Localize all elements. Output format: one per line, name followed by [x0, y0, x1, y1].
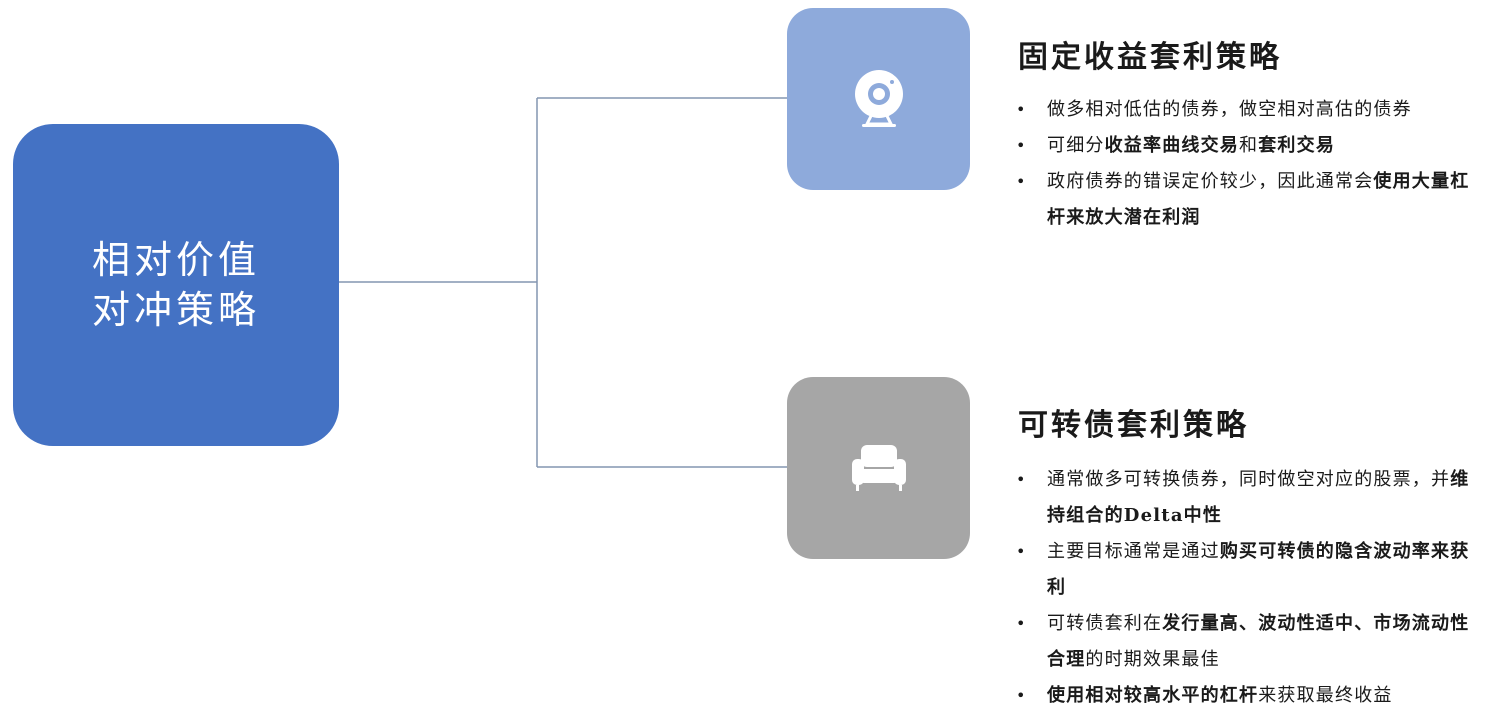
- root-title-line2: 对冲策略: [91, 288, 260, 332]
- convertible-title: 可转债套利策略: [1018, 408, 1249, 443]
- bullet-text: 可转债套利在: [1047, 613, 1163, 634]
- bullet-emphasis: 购买可转债的隐含波动率来获利: [1047, 541, 1470, 598]
- convertible-bullet-2: 主要目标通常是通过购买可转债的隐含波动率来获利: [1016, 534, 1486, 606]
- fixed-income-title: 固定收益套利策略: [1018, 40, 1282, 75]
- webcam-icon: [854, 70, 903, 127]
- bullet-emphasis: 维持组合的Delta中性: [1047, 469, 1470, 526]
- fixed-income-bullet-list: 做多相对低估的债券，做空相对高估的债券 可细分收益率曲线交易和套利交易 政府债券…: [1016, 92, 1486, 236]
- fixed-income-icon-box: [787, 8, 970, 190]
- fixed-income-bullet-3: 政府债券的错误定价较少，因此通常会使用大量杠杆来放大潜在利润: [1016, 164, 1486, 236]
- convertible-bullet-3: 可转债套利在发行量高、波动性适中、市场流动性合理的时期效果最佳: [1016, 606, 1486, 678]
- bullet-emphasis: 使用相对较高水平的杠杆: [1047, 685, 1259, 706]
- bullet-emphasis: 套利交易: [1258, 135, 1336, 156]
- bullet-text: 来获取最终收益: [1258, 685, 1393, 706]
- root-title-line1: 相对价值: [91, 238, 260, 282]
- convertible-bullet-4: 使用相对较高水平的杠杆来获取最终收益: [1016, 678, 1486, 714]
- bullet-emphasis: 发行量高、波动性适中、市场流动性合理: [1047, 613, 1470, 670]
- bullet-text: 的时期效果最佳: [1085, 649, 1220, 670]
- bullet-text: 和: [1239, 135, 1259, 156]
- convertible-icon-box: [787, 377, 970, 559]
- armchair-icon: [851, 445, 906, 491]
- convertible-bullet-list: 通常做多可转换债券，同时做空对应的股票，并维持组合的Delta中性 主要目标通常…: [1016, 462, 1486, 714]
- convertible-bullet-1: 通常做多可转换债券，同时做空对应的股票，并维持组合的Delta中性: [1016, 462, 1486, 534]
- bullet-text: 通常做多可转换债券，同时做空对应的股票，并: [1047, 469, 1451, 490]
- bullet-emphasis: 使用大量杠杆来放大潜在利润: [1047, 171, 1470, 228]
- bullet-text: 主要目标通常是通过: [1047, 541, 1220, 562]
- fixed-income-bullet-1: 做多相对低估的债券，做空相对高估的债券: [1016, 92, 1486, 128]
- bullet-text: 做多相对低估的债券，做空相对高估的债券: [1047, 99, 1412, 120]
- bullet-text: 政府债券的错误定价较少，因此通常会: [1047, 171, 1374, 192]
- bullet-emphasis: 收益率曲线交易: [1104, 135, 1240, 156]
- fixed-income-bullet-2: 可细分收益率曲线交易和套利交易: [1016, 128, 1486, 164]
- root-node: 相对价值 对冲策略: [13, 124, 339, 446]
- bullet-text: 可细分: [1047, 135, 1105, 156]
